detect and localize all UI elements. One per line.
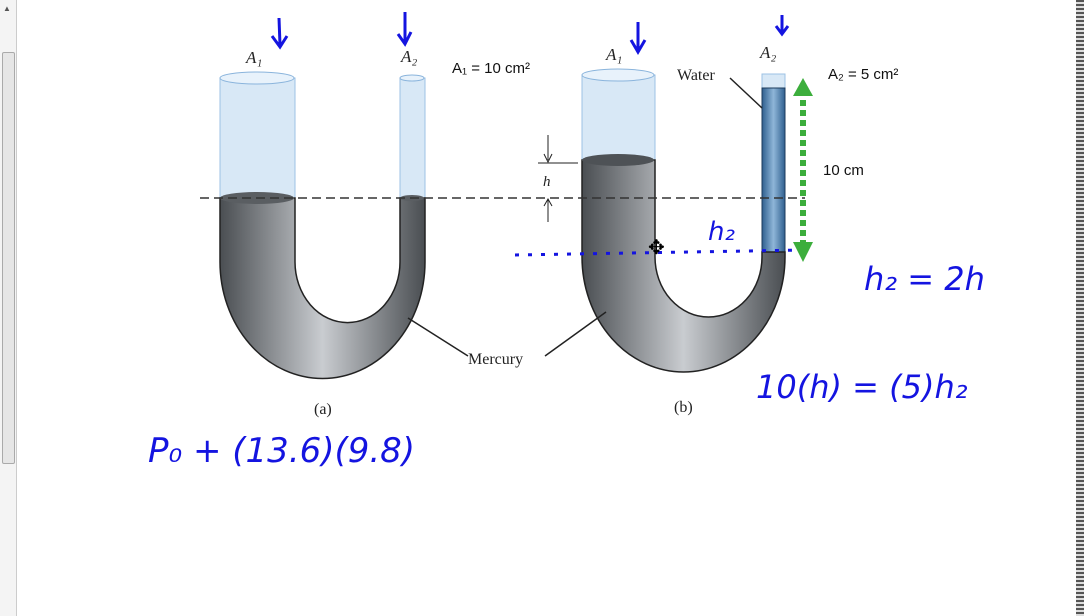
move-cursor-icon: ✥ (648, 237, 665, 259)
right-edge-strip (1076, 0, 1084, 616)
water-column (761, 87, 786, 253)
down-arrow-icon (396, 12, 413, 47)
equation-pressure: P₀ + (13.6)(9.8) (148, 431, 415, 471)
u-tube-a (219, 71, 426, 380)
a2-area-text: A₂ = 5 cm² (828, 66, 898, 83)
glass-left-a (219, 77, 296, 199)
label-a1-b: A₁ (605, 45, 622, 64)
u-tube-b (581, 68, 786, 373)
caption-a: (a) (314, 401, 332, 418)
equation-area-balance: 10(h) = (5)h₂ (756, 368, 968, 406)
height-text: 10 cm (823, 162, 864, 179)
label-a2-a: A₂ (400, 47, 417, 66)
mercury-b (581, 159, 786, 373)
scrollbar-thumb[interactable] (2, 52, 15, 464)
water-label: Water (677, 67, 715, 84)
scroll-up-icon[interactable]: ▲ (3, 4, 11, 13)
h-label: h (543, 174, 551, 190)
mercury-a (219, 197, 426, 380)
vertical-scrollbar[interactable]: ▲ (0, 0, 17, 616)
pressure-arrows (270, 12, 790, 55)
down-arrow-icon (270, 17, 289, 50)
h2-mark: h₂ (708, 217, 735, 247)
h2-dotted-line (514, 248, 806, 257)
label-a2-b: A₂ (759, 43, 776, 62)
down-arrow-icon (774, 15, 790, 37)
height-arrow (793, 78, 813, 262)
label-a1-a: A₁ (245, 48, 262, 67)
mercury-label: Mercury (468, 351, 523, 368)
glass-right-a (399, 77, 426, 199)
a1-area-text: A₁ = 10 cm² (452, 60, 530, 77)
caption-b: (b) (674, 399, 693, 416)
down-arrow-icon (629, 22, 647, 55)
equation-h2: h₂ = 2h (864, 260, 985, 298)
